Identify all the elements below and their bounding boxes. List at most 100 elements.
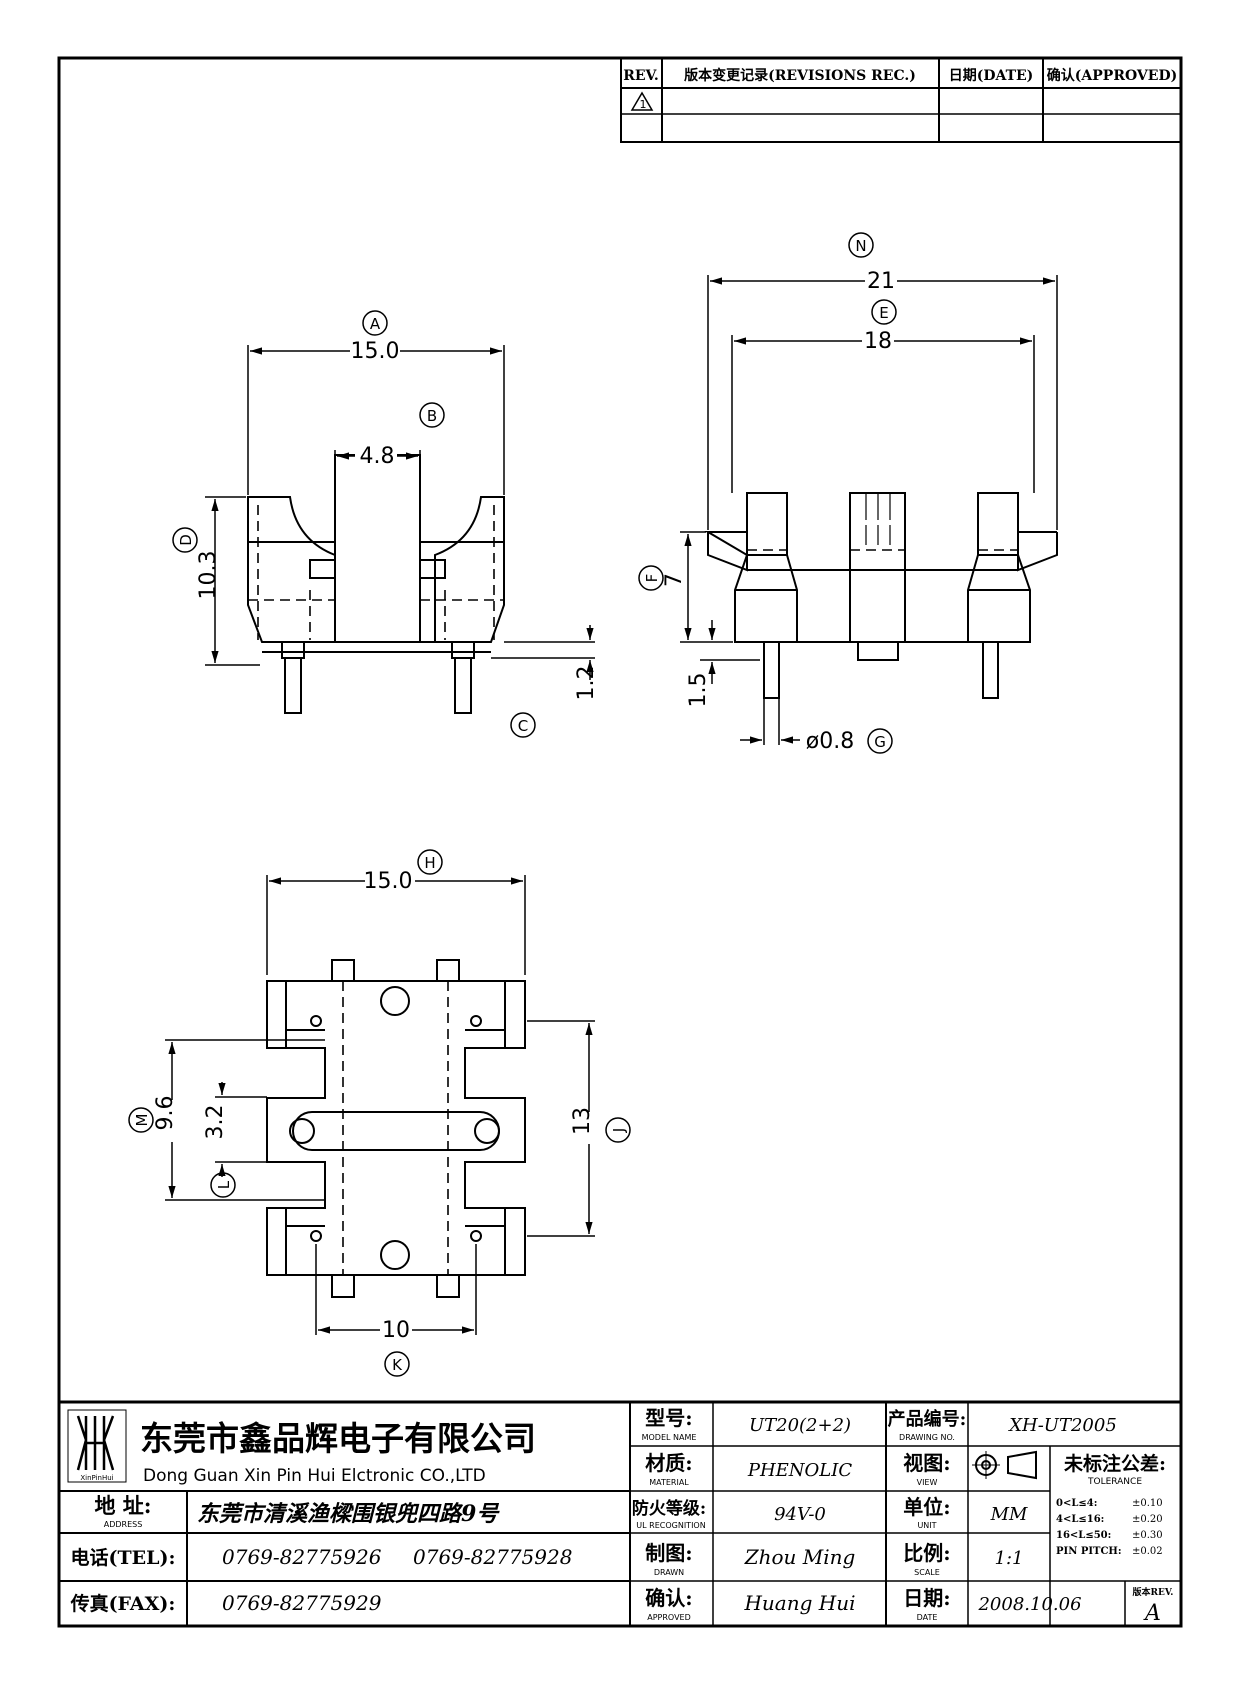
tolerance-label: 未标注公差:	[1063, 1452, 1166, 1475]
dim-e-value: 18	[864, 329, 892, 354]
drawing-no-label-en: DRAWING NO.	[899, 1433, 955, 1442]
balloon-j-text: J	[610, 1128, 628, 1133]
revisions-rec-header: 版本变更记录(REVISIONS REC.)	[684, 67, 916, 84]
tolerance-4-value: ±0.02	[1132, 1546, 1163, 1557]
date-value: 2008.10.06	[977, 1594, 1081, 1615]
balloon-l-text: L	[215, 1180, 233, 1189]
sheet-border	[57, 56, 1183, 1628]
balloon-h-text: H	[424, 854, 435, 872]
fire-rating-label: 防火等级:	[632, 1498, 706, 1519]
logo-text: XinPinHui	[80, 1474, 113, 1482]
balloon-a-text: A	[370, 315, 381, 333]
dim-n-value: 21	[867, 269, 895, 294]
balloon-g	[867, 728, 893, 754]
date-label-en: DATE	[917, 1613, 938, 1622]
date-header: 日期(DATE)	[949, 68, 1034, 84]
balloon-f-text: F	[643, 574, 661, 583]
side-view-dimensions	[680, 275, 1058, 745]
dim-a-value: 15.0	[351, 339, 400, 364]
tolerance-label-en: TOLERANCE	[1087, 1477, 1142, 1487]
front-view	[247, 454, 505, 714]
tel-value-2: 0769-82775928	[413, 1545, 572, 1569]
rev-value: A	[1143, 1601, 1161, 1626]
tolerance-3-value: ±0.30	[1132, 1530, 1163, 1541]
tolerance-3-range: 16<L≤50:	[1056, 1530, 1111, 1541]
dim-l-value: 3.2	[203, 1105, 228, 1140]
unit-label: 单位:	[903, 1495, 950, 1519]
tolerance-2-value: ±0.20	[1132, 1514, 1163, 1525]
side-view-labels: N 21 E 18 F 7 1.5 ø0.8 G	[638, 232, 897, 754]
company-logo: XinPinHui	[67, 1409, 127, 1483]
title-block	[59, 1400, 1181, 1626]
unit-value: MM	[990, 1504, 1028, 1525]
balloon-h	[417, 849, 443, 875]
fax-label: 传真(FAX):	[70, 1592, 176, 1615]
projection-symbol-icon	[972, 1450, 1037, 1480]
drawn-label-en: DRAWN	[654, 1568, 684, 1577]
approved-header: 确认(APPROVED)	[1047, 67, 1177, 84]
front-view-labels: A 15.0 B 4.8 D 10.3 1.2 C	[172, 310, 599, 738]
drawing-no-value: XH-UT2005	[1007, 1415, 1117, 1436]
fire-rating-label-en: UL RECOGNITION	[636, 1521, 705, 1530]
approved-label: 确认:	[645, 1586, 692, 1610]
revision-mark: 1	[640, 98, 647, 111]
balloon-b	[419, 402, 445, 428]
balloon-e-text: E	[879, 304, 888, 322]
dim-pin-length-value: 1.5	[686, 673, 711, 708]
company-name-en: Dong Guan Xin Pin Hui Elctronic CO.,LTD	[143, 1466, 486, 1486]
balloon-b-text: B	[427, 407, 437, 425]
tolerance-4-range: PIN PITCH:	[1056, 1546, 1122, 1557]
balloon-e	[871, 299, 897, 325]
fire-rating-value: 94V-0	[774, 1504, 826, 1525]
material-label-en: MATERIAL	[649, 1478, 689, 1487]
company-name-cn: 东莞市鑫品辉电子有限公司	[140, 1419, 536, 1458]
bottom-view-labels: 15.0 H M 9.6 3.2 L 13 J 10 K	[128, 849, 631, 1377]
balloon-d-text: D	[177, 534, 195, 546]
bottom-view	[266, 959, 526, 1298]
scale-value: 1:1	[995, 1548, 1024, 1569]
scale-label-en: SCALE	[914, 1568, 940, 1577]
dim-f-value: 7	[662, 573, 687, 587]
dim-m-value: 9.6	[153, 1096, 178, 1131]
balloon-c	[510, 712, 536, 738]
view-label-en: VIEW	[917, 1478, 938, 1487]
balloon-k	[384, 1351, 410, 1377]
rev-label: 版本REV.	[1132, 1586, 1174, 1598]
balloon-k-text: K	[392, 1356, 403, 1374]
approved-value: Huang Hui	[743, 1591, 855, 1615]
balloon-n	[848, 232, 874, 258]
side-view	[704, 492, 1058, 699]
revision-table: REV. 版本变更记录(REVISIONS REC.) 日期(DATE) 确认(…	[620, 57, 1182, 143]
model-label-en: MODEL NAME	[642, 1433, 697, 1442]
balloon-n-text: N	[855, 237, 866, 255]
date-label: 日期:	[903, 1586, 950, 1610]
tolerance-1-range: 0<L≤4:	[1056, 1498, 1097, 1509]
address-label: 地 址:	[94, 1493, 151, 1518]
dim-g-value: ø0.8	[806, 729, 854, 754]
bottom-view-dimensions	[165, 875, 595, 1335]
dim-c-value: 1.2	[574, 666, 599, 701]
balloon-d	[172, 527, 198, 553]
front-view-dimensions	[205, 345, 595, 680]
dim-b-value: 4.8	[360, 444, 395, 469]
balloon-j	[605, 1117, 631, 1143]
rev-header: REV.	[623, 68, 659, 84]
balloon-m-text: M	[133, 1114, 151, 1127]
unit-label-en: UNIT	[917, 1521, 936, 1530]
tel-value-1: 0769-82775926	[222, 1545, 382, 1569]
model-value: UT20(2+2)	[749, 1415, 851, 1436]
balloon-f	[638, 565, 664, 591]
address-label-en: ADDRESS	[104, 1520, 143, 1529]
tel-label: 电话(TEL):	[71, 1546, 176, 1569]
dim-h-value: 15.0	[364, 869, 413, 894]
tolerance-2-range: 4<L≤16:	[1056, 1514, 1104, 1525]
address-value: 东莞市清溪渔樑围银兜四路9号	[197, 1501, 500, 1527]
material-label: 材质:	[645, 1451, 692, 1475]
scale-label: 比例:	[903, 1541, 950, 1565]
dim-j-value: 13	[570, 1107, 595, 1135]
balloon-a	[362, 310, 388, 336]
model-label: 型号:	[645, 1406, 692, 1430]
balloon-m	[128, 1107, 154, 1133]
revision-triangle-icon	[630, 91, 654, 111]
